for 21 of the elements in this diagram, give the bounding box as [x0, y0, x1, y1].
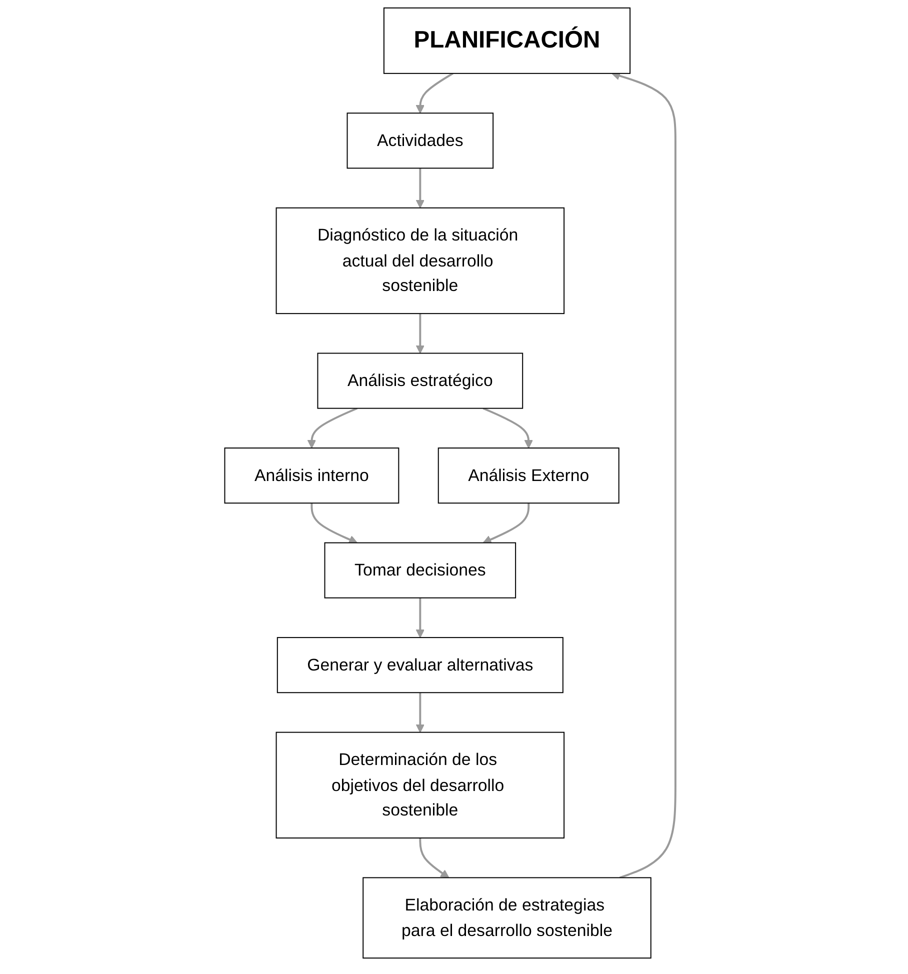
node-box: Elaboración de estrategias para el desarrollo sostenible — [362, 877, 652, 959]
arrow — [611, 72, 676, 879]
node-box: Generar y evaluar alternativas — [276, 637, 564, 694]
node-box: Análisis interno — [224, 448, 400, 504]
arrow — [416, 168, 424, 208]
node-box: Tomar decisiones — [324, 542, 516, 598]
arrow — [416, 692, 424, 733]
arrow — [416, 314, 424, 354]
arrow — [416, 598, 424, 638]
arrow — [419, 838, 450, 878]
arrow — [482, 503, 530, 544]
node-box: Análisis Externo — [438, 448, 620, 504]
node-box: Actividades — [346, 112, 494, 169]
node-box: Determinación de los objetivos del desarrollo sostenible — [276, 732, 564, 838]
node-box: PLANIFICACIÓN — [383, 7, 630, 74]
arrow — [307, 407, 358, 448]
node-box: Análisis estratégico — [317, 352, 523, 409]
arrow — [416, 72, 454, 114]
arrow — [310, 503, 358, 544]
node-box: Diagnóstico de la situación actual del desarrollo sostenible — [276, 207, 564, 314]
arrow — [482, 407, 533, 448]
